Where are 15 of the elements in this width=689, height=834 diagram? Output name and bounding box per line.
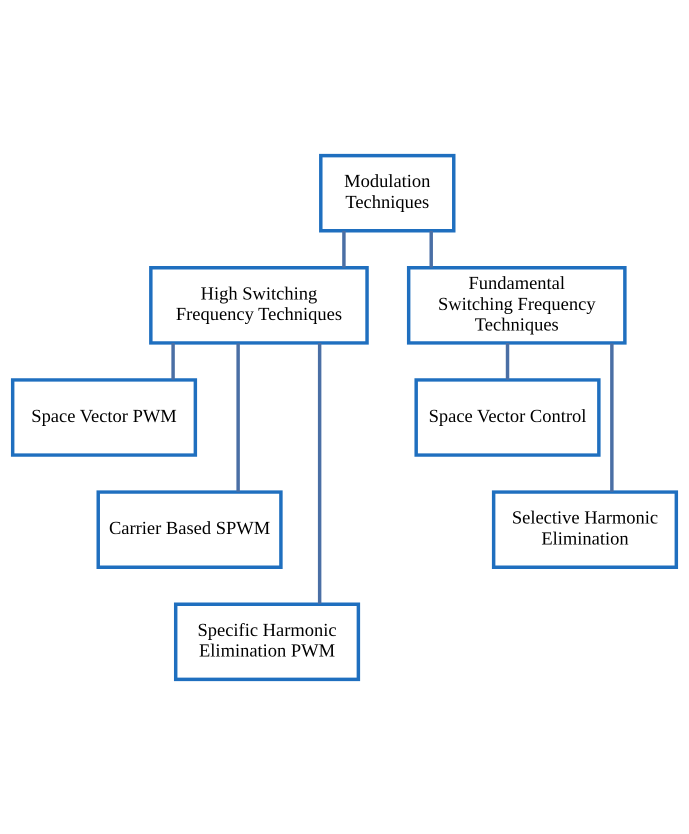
node-box: Space Vector Control (414, 378, 601, 456)
connector (236, 342, 240, 492)
connector (342, 230, 346, 268)
connector (429, 230, 433, 268)
node-box: High Switching Frequency Techniques (149, 266, 369, 344)
connector (318, 342, 322, 604)
node-box: Fundamental Switching Frequency Techniques (406, 266, 627, 344)
connector (171, 342, 175, 380)
node-box: Modulation Techniques (319, 153, 456, 232)
node-box: Specific Harmonic Elimination PWM (174, 602, 360, 681)
connector (610, 342, 614, 492)
node-box: Carrier Based SPWM (96, 490, 283, 568)
node-box: Selective Harmonic Elimination (492, 490, 678, 568)
node-box: Space Vector PWM (10, 378, 198, 456)
connector (506, 342, 510, 380)
